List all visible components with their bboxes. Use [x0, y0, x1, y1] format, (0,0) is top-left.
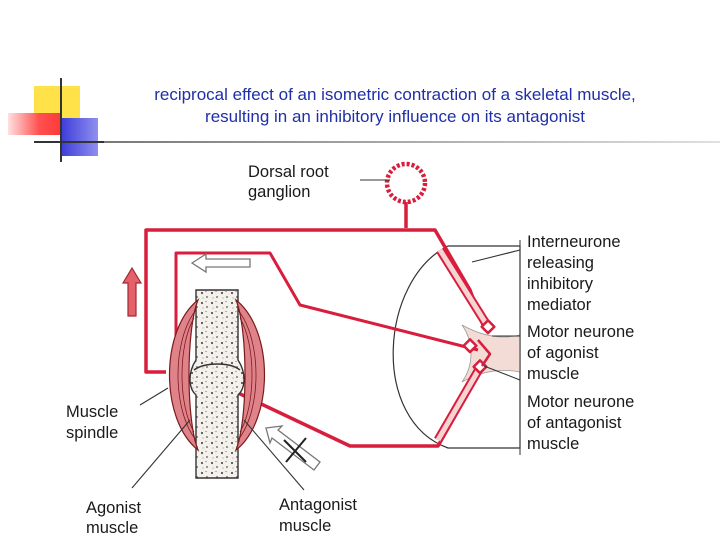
label-motor-antagonist-2: of antagonist	[527, 414, 622, 432]
label-muscle-spindle-1: Muscle	[66, 403, 118, 421]
deco-rule-lead	[34, 141, 104, 143]
left-arrow-icon	[190, 252, 251, 274]
slide-title-line2: resulting in an inhibitory influence on …	[205, 107, 585, 126]
label-agonist-1: Agonist	[86, 499, 141, 517]
label-antagonist-2: muscle	[279, 517, 331, 535]
label-interneurone: Interneurone	[527, 233, 621, 251]
label-ganglion: ganglion	[248, 183, 310, 201]
label-motor-agonist-3: muscle	[527, 365, 579, 383]
nerve-fibres	[144, 228, 496, 448]
title-rule	[40, 141, 720, 143]
label-inhibitory: inhibitory	[527, 275, 594, 293]
label-releasing: releasing	[527, 254, 594, 272]
bone	[189, 289, 245, 479]
deco-blue-square	[60, 118, 98, 156]
antagonist-muscle	[234, 298, 266, 452]
label-motor-antagonist-1: Motor neurone	[527, 393, 634, 411]
label-mediator: mediator	[527, 296, 592, 314]
pointer-lines	[131, 179, 521, 491]
deco-vertical-line	[60, 78, 62, 162]
label-motor-antagonist-3: muscle	[527, 435, 579, 453]
label-dorsal-root: Dorsal root	[248, 163, 329, 181]
label-motor-agonist-1: Motor neurone	[527, 323, 634, 341]
deco-red-bar	[8, 113, 60, 135]
slide-title: reciprocal effect of an isometric contra…	[95, 84, 695, 128]
agonist-muscle	[168, 298, 200, 452]
label-motor-agonist-2: of agonist	[527, 344, 599, 362]
label-agonist-2: muscle	[86, 519, 138, 537]
slide-title-line1: reciprocal effect of an isometric contra…	[154, 85, 636, 104]
blocked-arrow-icon	[265, 425, 321, 471]
label-muscle-spindle-2: spindle	[66, 424, 118, 442]
up-arrow-icon	[121, 266, 143, 317]
dorsal-root-ganglion	[384, 161, 428, 228]
label-antagonist-1: Antagonist	[279, 496, 357, 514]
